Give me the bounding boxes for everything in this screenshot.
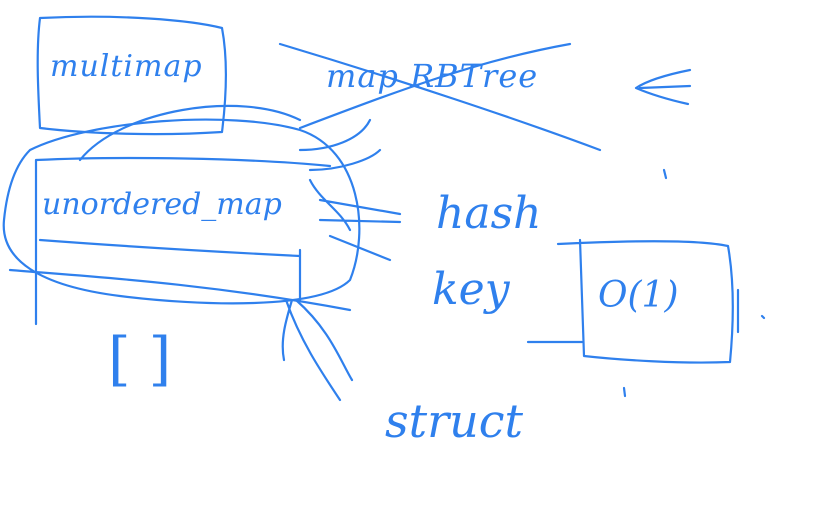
unordered-map-label: unordered_map <box>42 187 282 222</box>
unordered-map-underline <box>38 238 302 258</box>
dot-mark-4 <box>622 386 627 398</box>
arrow-to-struct <box>281 298 354 402</box>
multimap-box-stroke <box>36 15 227 136</box>
key-label: key <box>432 264 510 315</box>
complexity-label: O(1) <box>598 275 679 316</box>
brackets-label: [] <box>108 325 190 393</box>
unordered-map-box <box>34 156 332 326</box>
dot-mark-1 <box>662 168 668 180</box>
arrow-left-stroke <box>634 68 692 106</box>
map-rbtree-label: map RBTree <box>326 57 539 95</box>
hash-label: hash <box>436 188 542 239</box>
struct-label: struct <box>385 394 523 448</box>
connector-loop <box>78 104 302 162</box>
dot-mark-3 <box>760 314 766 320</box>
arrow-to-hash <box>298 118 402 262</box>
complexity-box <box>556 238 734 364</box>
strike-line-a <box>278 42 602 152</box>
unordered-map-ellipse <box>2 118 361 305</box>
multimap-label: multimap <box>50 49 203 84</box>
strike-line-b <box>298 42 572 130</box>
